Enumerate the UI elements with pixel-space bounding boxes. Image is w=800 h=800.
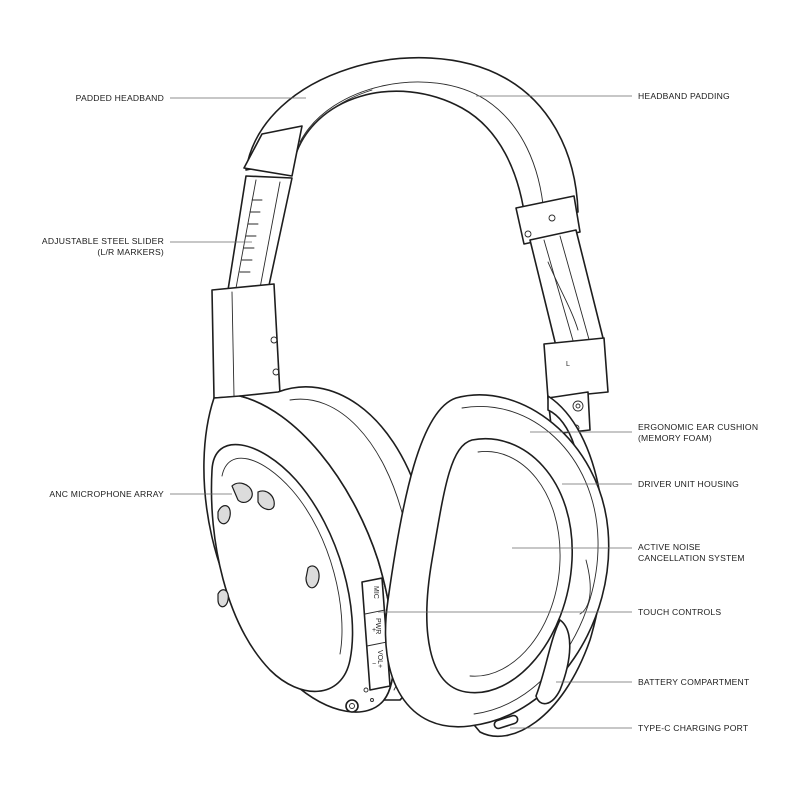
callout-usb-port-line1: TYPE-C CHARGING PORT	[638, 723, 749, 733]
callout-anc-system-line1: ACTIVE NOISE	[638, 542, 701, 552]
callout-ear-cushion-line2: (MEMORY FOAM)	[638, 433, 712, 443]
anc-microphone-array	[217, 482, 320, 608]
side-marker-text: L	[566, 361, 570, 368]
callout-touch-controls-line1: TOUCH CONTROLS	[638, 607, 722, 617]
callout-padded-headband-line1: PADDED HEADBAND	[75, 93, 164, 103]
callout-ear-cushion-line1: ERGONOMIC EAR CUSHION	[638, 422, 759, 432]
leader-lines	[170, 95, 632, 729]
mic-button-text: MIC	[372, 586, 379, 599]
callout-headband-padding: HEADBAND PADDING	[638, 91, 730, 102]
minus-sign-text: −	[372, 661, 376, 668]
right-yoke: L	[543, 337, 609, 435]
touch-controls: MIC PWR VOL+ + −	[345, 577, 391, 713]
right-slider	[529, 229, 605, 347]
power-button-text: PWR	[374, 618, 381, 634]
callout-battery-line1: BATTERY COMPARTMENT	[638, 677, 750, 687]
volume-button-text: VOL+	[376, 650, 383, 668]
left-yoke	[211, 283, 281, 399]
right-ear-cup	[384, 394, 610, 737]
callout-anc-mic-array-line1: ANC MICROPHONE ARRAY	[49, 489, 164, 499]
headband	[243, 57, 581, 245]
callout-driver-housing-line1: DRIVER UNIT HOUSING	[638, 479, 740, 489]
callout-battery: BATTERY COMPARTMENT	[638, 677, 749, 688]
callout-anc-system: ACTIVE NOISE CANCELLATION SYSTEM	[638, 542, 745, 564]
callout-adjustable-slider-line2: (L/R MARKERS)	[97, 247, 164, 257]
callout-anc-mic-array: ANC MICROPHONE ARRAY	[49, 489, 164, 500]
callout-ear-cushion: ERGONOMIC EAR CUSHION (MEMORY FOAM)	[638, 422, 758, 444]
callout-adjustable-slider: ADJUSTABLE STEEL SLIDER (L/R MARKERS)	[42, 236, 164, 258]
callout-touch-controls: TOUCH CONTROLS	[638, 607, 721, 618]
callout-usb-port: TYPE-C CHARGING PORT	[638, 723, 748, 734]
callout-driver-housing: DRIVER UNIT HOUSING	[638, 479, 739, 490]
callout-anc-system-line2: CANCELLATION SYSTEM	[638, 553, 745, 563]
callout-headband-padding-line1: HEADBAND PADDING	[638, 91, 730, 101]
callout-adjustable-slider-line1: ADJUSTABLE STEEL SLIDER	[41, 236, 164, 246]
callout-padded-headband: PADDED HEADBAND	[76, 93, 164, 104]
left-slider	[227, 175, 293, 291]
left-ear-cup	[203, 386, 436, 713]
plus-sign-text: +	[372, 627, 376, 634]
